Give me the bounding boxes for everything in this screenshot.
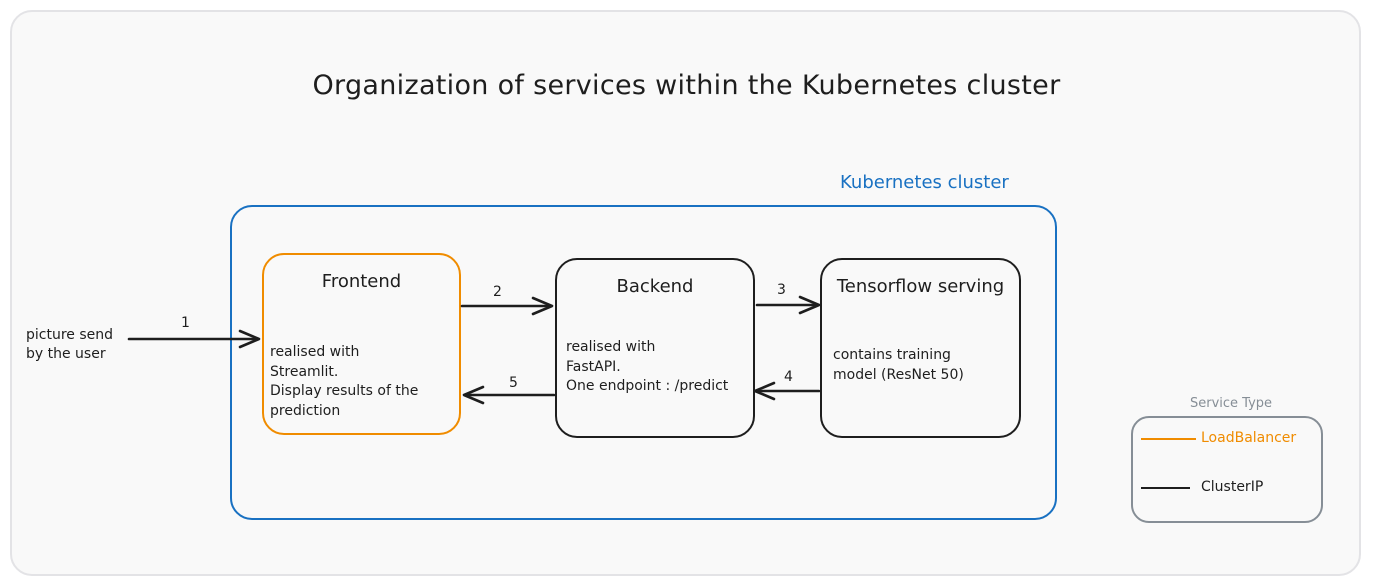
edge-2-arrow bbox=[460, 296, 554, 316]
edge-5-arrow bbox=[462, 385, 556, 405]
frontend-description: realised with Streamlit. Display results… bbox=[270, 344, 419, 419]
tfserving-title: Tensorflow serving bbox=[836, 276, 1005, 297]
tfserving-description: contains training model (ResNet 50) bbox=[833, 347, 964, 383]
backend-box: Backend realised with FastAPI. One endpo… bbox=[555, 258, 755, 438]
cluster-label: Kubernetes cluster bbox=[840, 172, 1009, 193]
legend-item-clusterip: ClusterIP bbox=[1201, 479, 1264, 495]
legend-item-loadbalancer: LoadBalancer bbox=[1201, 430, 1297, 446]
diagram-title: Organization of services within the Kube… bbox=[312, 70, 1061, 101]
edge-2-label: 2 bbox=[493, 284, 502, 300]
edge-1-label: 1 bbox=[181, 315, 190, 331]
backend-title: Backend bbox=[616, 276, 694, 297]
kubernetes-cluster-box bbox=[230, 205, 1057, 520]
user-input-label: picture send by the user bbox=[26, 327, 114, 362]
edge-4-arrow bbox=[753, 381, 821, 401]
tfserving-box: Tensorflow serving contains training mod… bbox=[820, 258, 1021, 438]
edge-1-arrow bbox=[127, 329, 261, 349]
edge-3-arrow bbox=[755, 295, 821, 315]
legend-title: Service Type bbox=[1190, 396, 1273, 411]
frontend-box: Frontend realised with Streamlit. Displa… bbox=[262, 253, 461, 435]
legend-box bbox=[1131, 416, 1323, 523]
edge-4-label: 4 bbox=[784, 369, 793, 385]
edge-3-label: 3 bbox=[777, 282, 786, 298]
edge-5-label: 5 bbox=[509, 375, 518, 391]
backend-description: realised with FastAPI. One endpoint : /p… bbox=[566, 339, 729, 394]
diagram-canvas bbox=[10, 10, 1361, 576]
frontend-title: Frontend bbox=[321, 271, 402, 292]
